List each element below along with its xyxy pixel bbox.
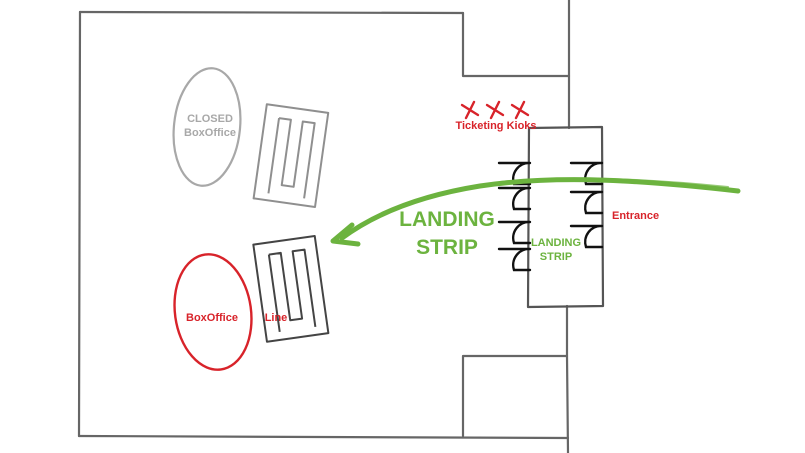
turnstile-gate-icon: [497, 247, 532, 272]
landing-strip-small-label-1: LANDING: [531, 237, 581, 249]
landing-strip-small-label-2: STRIP: [540, 251, 572, 263]
turnstile-gate-icon: [497, 186, 532, 211]
x-mark-icon: [485, 100, 505, 120]
boxoffice-label: BoxOffice: [186, 312, 238, 324]
closed-boxoffice: CLOSED BoxOffice: [172, 67, 242, 187]
gates: [497, 161, 604, 272]
closed-boxoffice-label-1: CLOSED: [187, 113, 233, 125]
turnstile-gate-icon: [569, 224, 604, 249]
entrance-vestibule: [526, 125, 605, 309]
landing-strip-big-label-2: STRIP: [416, 236, 478, 259]
closed-queue: [252, 103, 330, 208]
line-queue: [252, 235, 330, 343]
x-mark-icon: [510, 100, 530, 120]
wall-bottom: [77, 434, 570, 440]
wall-right-lower: [565, 354, 570, 453]
closed-boxoffice-label-2: BoxOffice: [184, 127, 236, 139]
ticketing-kiosks: [460, 100, 530, 120]
boxoffice: BoxOffice: [173, 253, 253, 371]
wall-bottom-notch: [461, 304, 569, 438]
turnstile-gate-icon: [569, 161, 604, 186]
x-mark-icon: [460, 100, 480, 120]
line-label: Line: [265, 312, 288, 324]
entrance-label: Entrance: [612, 210, 659, 222]
turnstile-gate-icon: [569, 190, 604, 215]
turnstile-gate-icon: [497, 220, 532, 245]
landing-strip-arrow: [330, 177, 741, 247]
building-walls: [77, 0, 571, 453]
kiosks-label: Ticketing Kioks: [455, 120, 536, 132]
wall-top-notch: [461, 11, 571, 130]
landing-strip-big-label-1: LANDING: [399, 208, 495, 231]
wall-top: [78, 10, 465, 15]
wall-left: [77, 10, 82, 438]
